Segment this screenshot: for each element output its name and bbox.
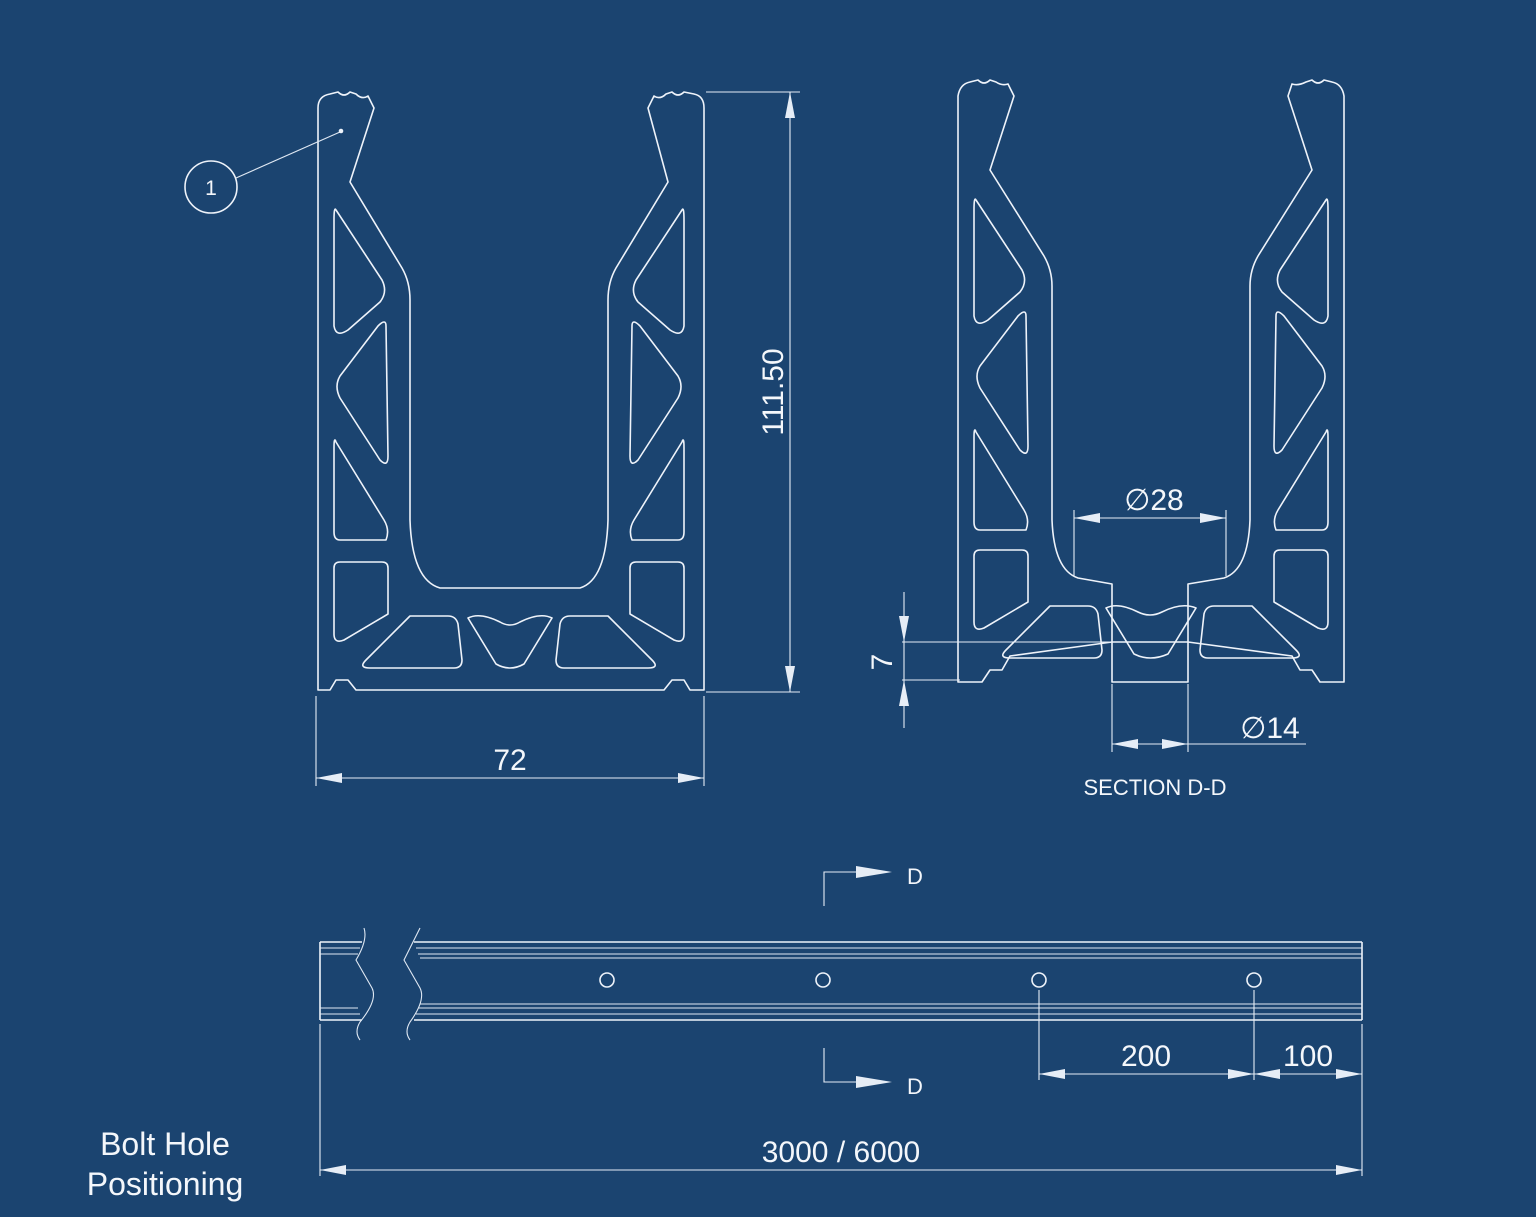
end-offset-dimension: 100 (1283, 1040, 1333, 1073)
svg-text:∅14: ∅14 (1240, 712, 1300, 745)
svg-text:∅28: ∅28 (1124, 484, 1184, 517)
diameter-symbol: ∅ (1124, 484, 1150, 517)
section-marker-top: D (907, 864, 923, 889)
thickness-dimension: 7 (866, 654, 899, 671)
caption: Bolt Hole Positioning (0, 1124, 330, 1204)
caption-line-2: Positioning (86, 1166, 244, 1202)
profile-left-end (319, 927, 375, 1041)
section-marker-bottom: D (907, 1074, 923, 1099)
bolt-hole (1031, 972, 1047, 988)
hole-spacing-dimension: 200 (1121, 1040, 1171, 1073)
profile-front-view: 1 111.50 72 (184, 91, 800, 786)
section-title: SECTION D-D (1084, 775, 1227, 800)
callout-number: 1 (205, 177, 217, 200)
length-dimension: 3000 / 6000 (762, 1136, 920, 1169)
profile-body (403, 927, 1363, 1041)
caption-line-1: Bolt Hole (100, 1126, 230, 1162)
profile-outline (317, 91, 705, 691)
width-dimension: 72 (493, 744, 526, 777)
callout-circle (184, 160, 238, 214)
height-dimension: 111.50 (757, 348, 790, 435)
diameter-28: 28 (1150, 484, 1183, 517)
bolt-hole (599, 972, 615, 988)
diameter-14: 14 (1266, 712, 1299, 745)
bolt-hole (1246, 972, 1262, 988)
section-d-d-view: ∅28 7 ∅14 SECTION D-D (866, 79, 1345, 800)
bolt-hole (815, 972, 831, 988)
profile-length-view: D D (319, 864, 1363, 1176)
